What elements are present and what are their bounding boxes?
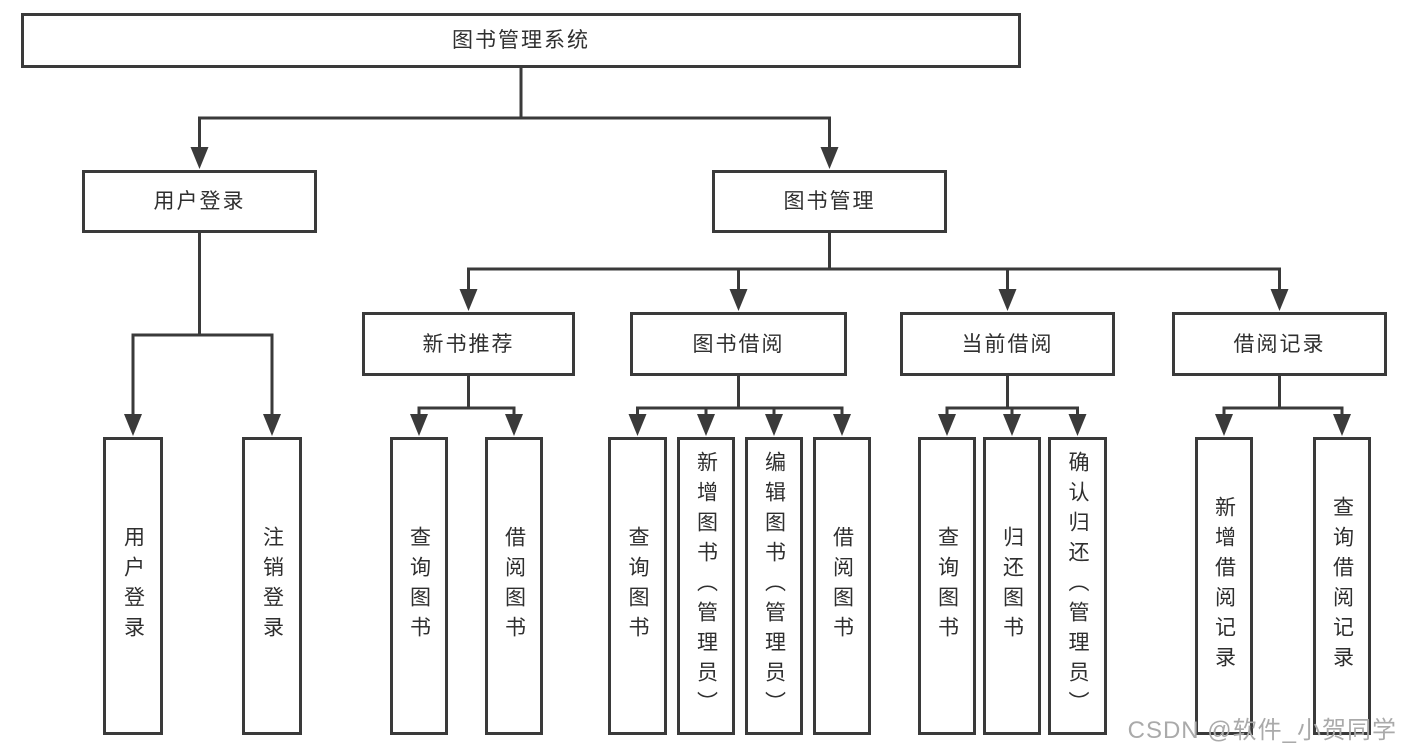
node-leaf-bb-add: 新增图书（管理员） <box>677 437 735 735</box>
node-label: 新增借阅记录 <box>1212 496 1236 676</box>
node-label: 图书管理 <box>783 190 876 213</box>
node-label: 当前借阅 <box>961 332 1054 356</box>
node-label: 图书管理系统 <box>452 29 590 52</box>
node-leaf-nb-query: 查询图书 <box>390 437 448 735</box>
node-current-borrow: 当前借阅 <box>900 312 1115 376</box>
node-leaf-bb-query: 查询图书 <box>608 437 667 735</box>
node-label: 新书推荐 <box>422 332 515 356</box>
node-leaf-cb-query: 查询图书 <box>918 437 976 735</box>
node-leaf-nb-borrow: 借阅图书 <box>485 437 543 735</box>
node-label: 用户登录 <box>153 190 246 213</box>
node-leaf-user-login: 用户登录 <box>103 437 163 735</box>
node-leaf-cb-confirm: 确认归还（管理员） <box>1048 437 1107 735</box>
node-label: 用户登录 <box>121 526 145 646</box>
node-label: 编辑图书（管理员） <box>762 451 786 721</box>
node-label: 借阅图书 <box>502 526 526 646</box>
node-book-borrow: 图书借阅 <box>630 312 847 376</box>
node-label: 查询图书 <box>407 526 431 646</box>
node-label: 借阅图书 <box>830 526 854 646</box>
node-label: 查询借阅记录 <box>1330 496 1354 676</box>
node-leaf-br-add: 新增借阅记录 <box>1195 437 1253 735</box>
watermark: CSDN @软件_小贺同学 <box>1127 717 1397 744</box>
node-book-mgmt: 图书管理 <box>712 170 947 233</box>
node-label: 借阅记录 <box>1233 332 1326 356</box>
node-leaf-br-query: 查询借阅记录 <box>1313 437 1371 735</box>
node-label: 图书借阅 <box>692 332 785 356</box>
node-new-book: 新书推荐 <box>362 312 575 376</box>
node-label: 确认归还（管理员） <box>1066 451 1089 721</box>
node-leaf-bb-borrow: 借阅图书 <box>813 437 871 735</box>
node-label: 查询图书 <box>935 526 959 646</box>
node-label: 新增图书（管理员） <box>694 451 718 721</box>
node-borrow-record: 借阅记录 <box>1172 312 1387 376</box>
node-root: 图书管理系统 <box>21 13 1021 68</box>
node-label: 归还图书 <box>1000 526 1024 646</box>
node-leaf-cb-return: 归还图书 <box>983 437 1041 735</box>
node-label: 查询图书 <box>626 526 649 646</box>
node-label: 注销登录 <box>260 526 284 646</box>
node-leaf-logout: 注销登录 <box>242 437 302 735</box>
node-leaf-bb-edit: 编辑图书（管理员） <box>745 437 803 735</box>
node-user-login: 用户登录 <box>82 170 317 233</box>
